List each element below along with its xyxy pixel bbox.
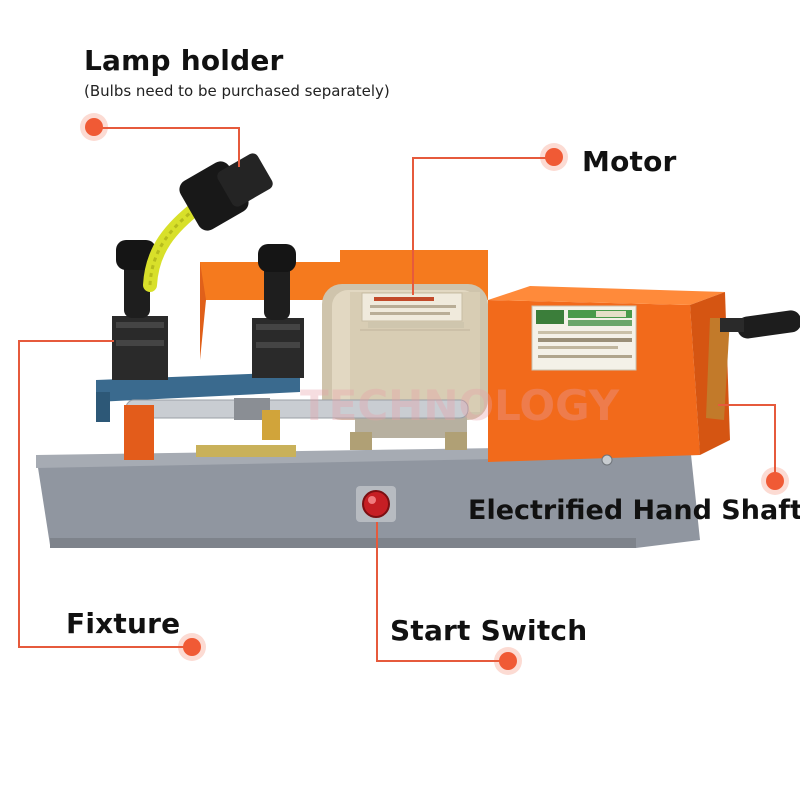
motor-dot	[545, 148, 563, 166]
shaft-line-v	[774, 404, 776, 480]
switch-line-h	[376, 660, 510, 662]
lamp-line-v	[238, 127, 240, 167]
lamp-holder-dot	[85, 118, 103, 136]
fixture-line-h-bottom	[18, 646, 194, 648]
shaft-line-h	[718, 404, 776, 406]
hand-crank	[706, 318, 730, 420]
motor-line-v	[412, 157, 414, 295]
start-switch-dot	[499, 652, 517, 670]
fixture-label: Fixture	[66, 607, 181, 640]
lamp-holder-note: (Bulbs need to be purchased separately)	[84, 82, 390, 100]
hand-shaft-label: Electrified Hand Shaft	[468, 495, 800, 526]
fixture-dot	[183, 638, 201, 656]
lamp-holder-label: Lamp holder	[84, 44, 284, 77]
motor-line-h	[412, 157, 555, 159]
fixture-line-h-top	[18, 340, 114, 342]
switch-line-v	[376, 522, 378, 662]
lamp-line-h	[94, 127, 240, 129]
hand-shaft-dot	[766, 472, 784, 490]
fixture-line-v	[18, 340, 20, 648]
watermark: TECHNOLOGY	[300, 381, 620, 430]
lamp-arm	[143, 198, 207, 292]
motor-label: Motor	[582, 145, 677, 178]
start-switch-label: Start Switch	[390, 614, 588, 647]
